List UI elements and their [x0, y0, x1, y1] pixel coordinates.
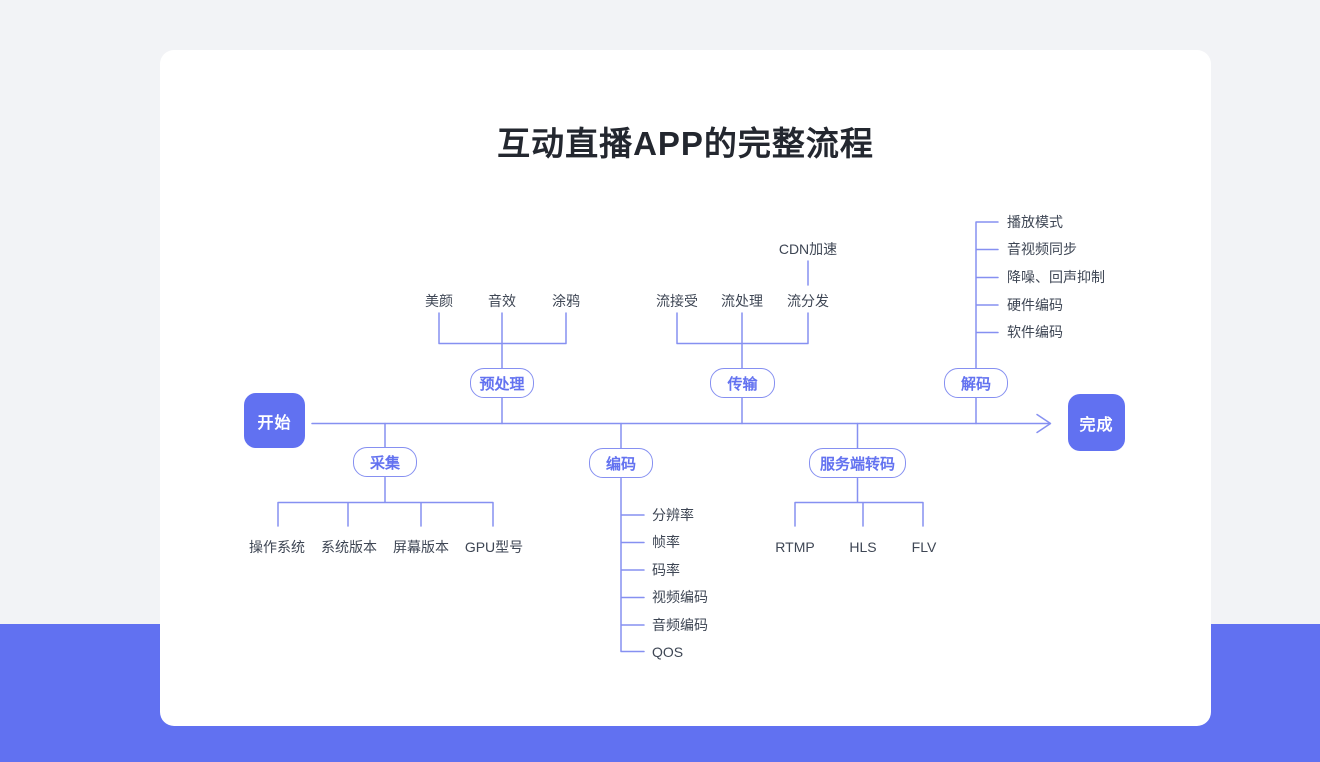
label-transmission-child: 流分发: [787, 293, 829, 309]
label-decode-child: 音视频同步: [1007, 241, 1077, 257]
label-decode-child: 降噪、回声抑制: [1007, 269, 1105, 285]
label-capture-child: GPU型号: [464, 539, 524, 555]
label-cdn: CDN加速: [778, 241, 838, 257]
label-capture-child: 系统版本: [321, 539, 377, 555]
node-transmission[interactable]: 传输: [710, 368, 775, 398]
label-transcode-child: RTMP: [775, 539, 815, 555]
label-capture-child: 屏幕版本: [393, 539, 449, 555]
label-transcode-child: HLS: [849, 539, 877, 555]
node-start[interactable]: 开始: [244, 393, 305, 448]
label-preprocess-child: 涂鸦: [552, 293, 580, 309]
node-decode[interactable]: 解码: [944, 368, 1008, 398]
node-preprocess[interactable]: 预处理: [470, 368, 534, 398]
label-preprocess-child: 音效: [488, 293, 516, 309]
label-encode-child: 码率: [652, 562, 680, 578]
node-encode[interactable]: 编码: [589, 448, 653, 478]
label-capture-child: 操作系统: [249, 539, 305, 555]
label-preprocess-child: 美颜: [425, 293, 453, 309]
label-decode-child: 软件编码: [1007, 324, 1063, 340]
node-transcode[interactable]: 服务端转码: [809, 448, 906, 478]
label-encode-child: 帧率: [652, 534, 680, 550]
diagram-card: [160, 50, 1211, 726]
label-decode-child: 硬件编码: [1007, 297, 1063, 313]
label-transmission-child: 流处理: [721, 293, 763, 309]
node-capture[interactable]: 采集: [353, 447, 417, 477]
label-encode-child: 音频编码: [652, 617, 708, 633]
label-transmission-child: 流接受: [656, 293, 698, 309]
label-encode-child: 分辨率: [652, 507, 694, 523]
diagram-title: 互动直播APP的完整流程: [497, 125, 874, 162]
label-encode-child: 视频编码: [652, 589, 708, 605]
label-transcode-child: FLV: [911, 539, 937, 555]
node-end[interactable]: 完成: [1068, 394, 1125, 451]
label-encode-child: QOS: [652, 644, 684, 660]
label-decode-child: 播放模式: [1007, 214, 1063, 230]
